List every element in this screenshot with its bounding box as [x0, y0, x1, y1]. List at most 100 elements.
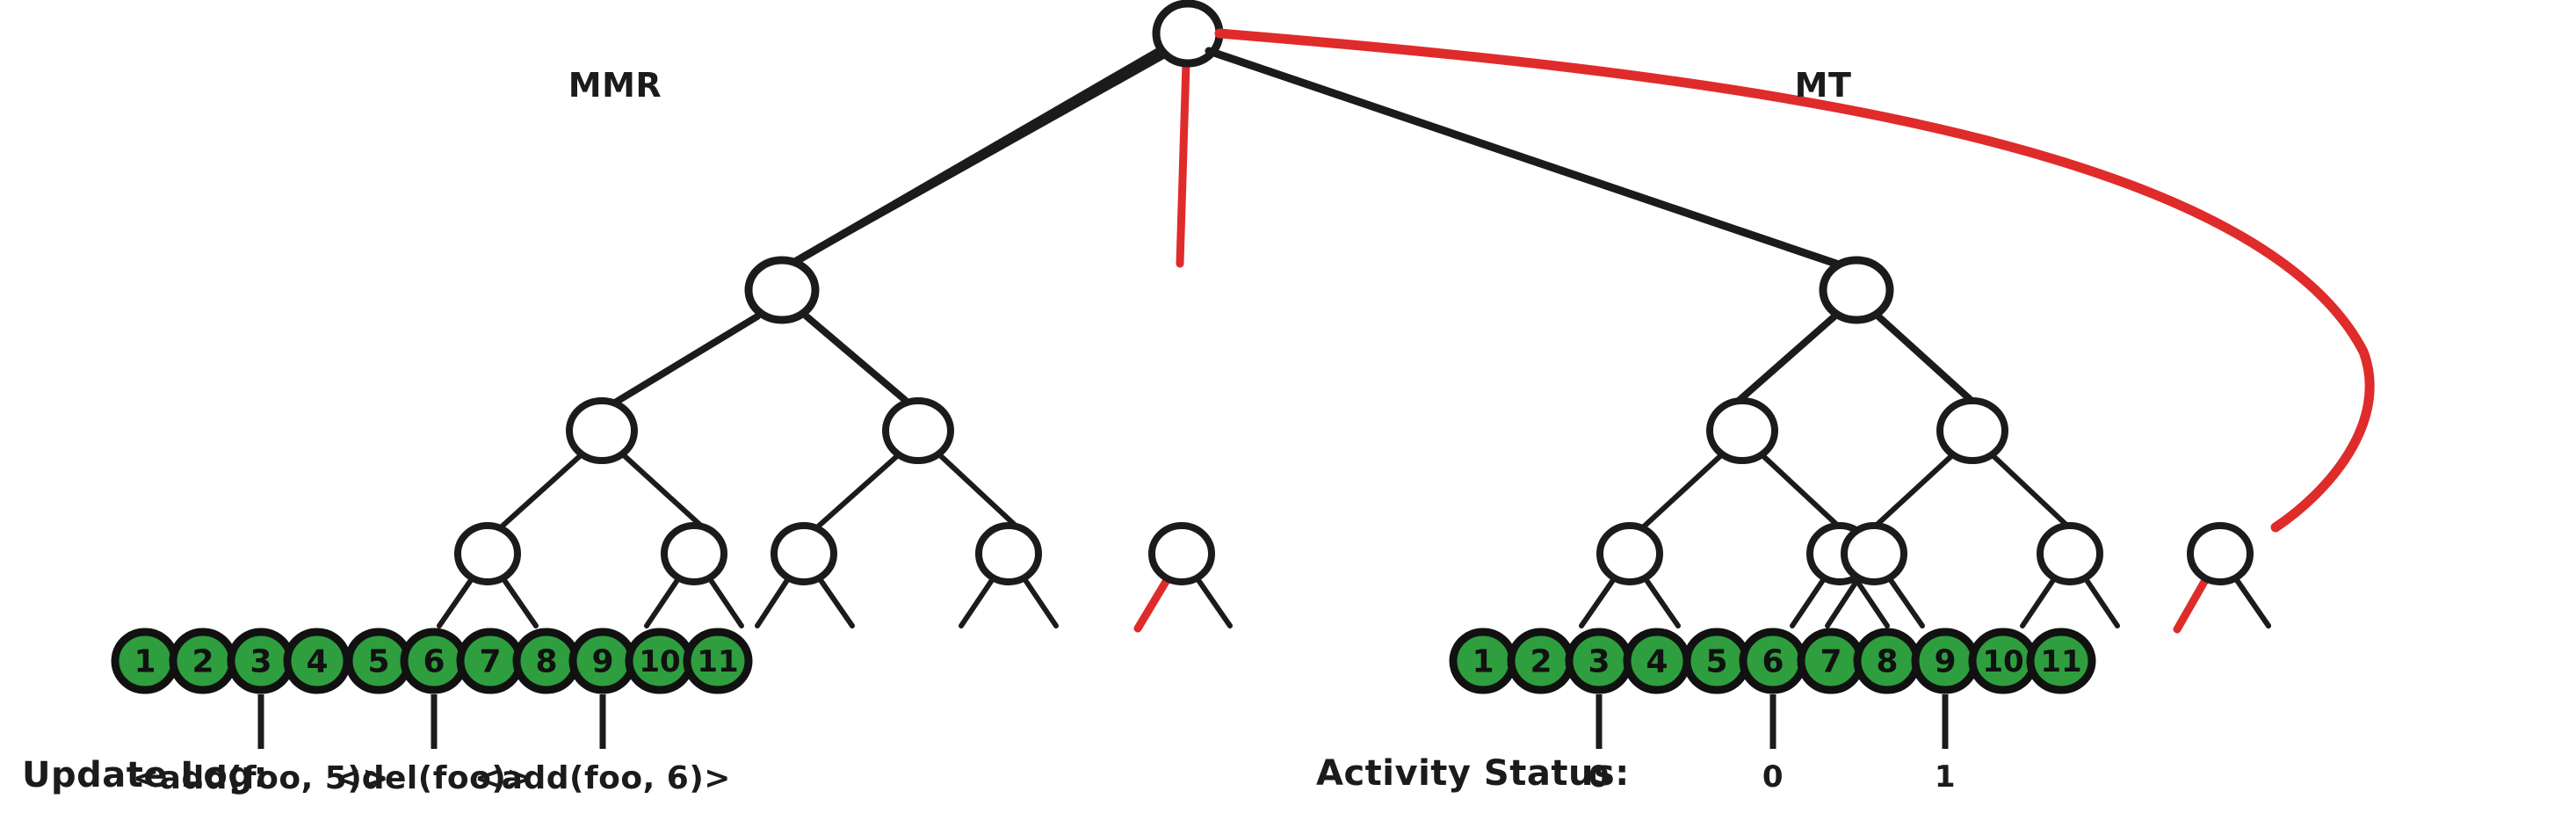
edge-mmr-rl: [814, 453, 901, 530]
node-mmr-root[interactable]: [744, 256, 820, 324]
leaf-mmr-11[interactable]: 11: [683, 628, 753, 694]
node-mmr-r[interactable]: [882, 397, 954, 464]
leaf-mmr-6-label: 6: [423, 644, 445, 680]
leaf-mt-3-label: 3: [1588, 644, 1610, 680]
leaf-mt-7[interactable]: 7: [1797, 628, 1865, 694]
node-mmr-l[interactable]: [566, 397, 638, 464]
edge-mt-l: [1736, 313, 1838, 403]
edge-mmr-p3-l5: [755, 577, 790, 628]
node-mmr-p2[interactable]: [661, 522, 727, 585]
leaf-mt-11[interactable]: 11: [2026, 628, 2096, 694]
edge-mt-p4-l8: [2084, 577, 2120, 628]
edge-mmr-lr: [621, 453, 706, 530]
leaf-mmr-3[interactable]: 3: [227, 628, 295, 694]
leaf-mmr-4[interactable]: 4: [283, 628, 351, 694]
edge-mt-p1-l2: [1644, 577, 1681, 628]
edge-mmr-l: [611, 313, 761, 406]
right-tree-highlight: [1214, 28, 2375, 634]
edge-mt-p3-l5: [1825, 577, 1860, 628]
leaf-mt-7-label: 7: [1820, 644, 1842, 680]
leaf-mt-2-label: 2: [1530, 644, 1552, 680]
leaf-mt-8[interactable]: 8: [1853, 628, 1921, 694]
leaf-mmr-9-label: 9: [591, 644, 613, 680]
activity-status-entry-3: 1: [1935, 759, 1956, 795]
highlight-p5-to-leaf9: [1133, 576, 1171, 633]
leaf-mmr-5[interactable]: 5: [344, 628, 413, 694]
edge-mt-r: [1875, 313, 1974, 403]
edge-mt-p2-l3: [1790, 577, 1826, 628]
edge-mmr-p1-l2: [502, 577, 539, 628]
left-tree-highlight: [1133, 59, 1190, 633]
right-tree-nodes: [1596, 256, 2254, 585]
leaf-mmr-8[interactable]: 8: [512, 628, 581, 694]
node-mmr-p3[interactable]: [771, 522, 837, 585]
node-mt-p1[interactable]: [1596, 522, 1663, 585]
node-mmr-p1[interactable]: [454, 522, 521, 585]
edge-mmr-p5-l10: [1196, 577, 1233, 628]
edge-root-to-mt: [1205, 47, 1841, 268]
activity-status-entry-2: 0: [1762, 759, 1784, 795]
left-tree-edges: [437, 41, 1233, 628]
leaf-mmr-9[interactable]: 9: [568, 628, 637, 694]
leaf-mt-10[interactable]: 10: [1968, 628, 2038, 694]
edge-mt-rr: [1990, 453, 2072, 530]
edge-mt-p5-l10b: [2234, 577, 2271, 628]
node-mt-r[interactable]: [1936, 397, 2008, 464]
node-mt-p4[interactable]: [2037, 522, 2103, 585]
edge-mt-ll: [1640, 453, 1724, 530]
leaf-mmr-10-label: 10: [639, 644, 680, 679]
leaf-mmr-8-label: 8: [535, 644, 557, 680]
update-log-entry-3: <add(foo, 6)>: [474, 760, 731, 796]
leaf-mmr-5-label: 5: [367, 644, 389, 680]
activity-status-label: Activity Status:: [1316, 753, 1630, 794]
edge-mt-p2-l4: [1854, 577, 1890, 628]
leaf-mt-5[interactable]: 5: [1682, 628, 1751, 694]
edge-mmr-p2-l4: [708, 577, 744, 628]
edge-mt-p3-l6: [1888, 577, 1925, 628]
activity-status-entry-1: 0: [1588, 759, 1610, 795]
leaf-mmr-1-label: 1: [134, 644, 156, 680]
edge-mmr-p3-l6: [818, 577, 855, 628]
leaf-mmr-6[interactable]: 6: [400, 628, 468, 694]
edge-mmr-rr: [937, 453, 1020, 530]
leaf-mt-4[interactable]: 4: [1623, 628, 1691, 694]
leaf-mt-9[interactable]: 9: [1911, 628, 1979, 694]
leaf-mt-4-label: 4: [1646, 644, 1668, 680]
node-mt-p5[interactable]: [2187, 522, 2254, 585]
leaf-mt-11-label: 11: [2040, 644, 2081, 679]
edge-mmr-p1-l1: [437, 577, 474, 628]
leaf-mmr-1[interactable]: 1: [111, 628, 179, 694]
node-mt-p3[interactable]: [1841, 522, 1907, 585]
edge-mt-lr: [1760, 453, 1842, 530]
leaf-mt-3[interactable]: 3: [1565, 628, 1633, 694]
leaf-mmr-4-label: 4: [306, 644, 328, 680]
leaf-mmr-10[interactable]: 10: [625, 628, 695, 694]
edge-mmr-r: [803, 313, 908, 403]
edge-mmr-p4-l7: [959, 577, 995, 628]
leaf-mmr-2[interactable]: 2: [169, 628, 237, 694]
node-mt-root[interactable]: [1819, 256, 1894, 324]
update-log-section: Update Log: <add(foo, 5)> <del(foo)> <ad…: [22, 694, 731, 796]
node-mmr-p4[interactable]: [975, 522, 1042, 585]
leaf-mt-2[interactable]: 2: [1507, 628, 1575, 694]
left-tree-leaves: 1 2 3 4 5 6 7: [111, 628, 753, 694]
leaf-mt-1[interactable]: 1: [1449, 628, 1517, 694]
leaf-mt-8-label: 8: [1876, 644, 1898, 680]
leaf-mmr-7[interactable]: 7: [456, 628, 525, 694]
edge-mt-p4-l7: [2020, 577, 2056, 628]
edge-mmr-ll: [498, 453, 583, 530]
leaf-mmr-2-label: 2: [192, 644, 213, 680]
node-mmr-p5[interactable]: [1148, 522, 1215, 585]
label-mt: MT: [1795, 66, 1852, 105]
update-log-entry-2: <del(foo)>: [335, 760, 533, 796]
leaf-mt-6[interactable]: 6: [1739, 628, 1807, 694]
leaf-mmr-3-label: 3: [250, 644, 271, 680]
leaf-mt-6-label: 6: [1762, 644, 1784, 680]
edge-root-mmr-line: [783, 41, 1173, 271]
node-mt-l[interactable]: [1706, 397, 1778, 464]
leaf-mt-5-label: 5: [1705, 644, 1727, 680]
activity-status-section: Activity Status: 0 0 1: [1316, 694, 1956, 795]
edge-mt-p1-l1: [1579, 577, 1616, 628]
